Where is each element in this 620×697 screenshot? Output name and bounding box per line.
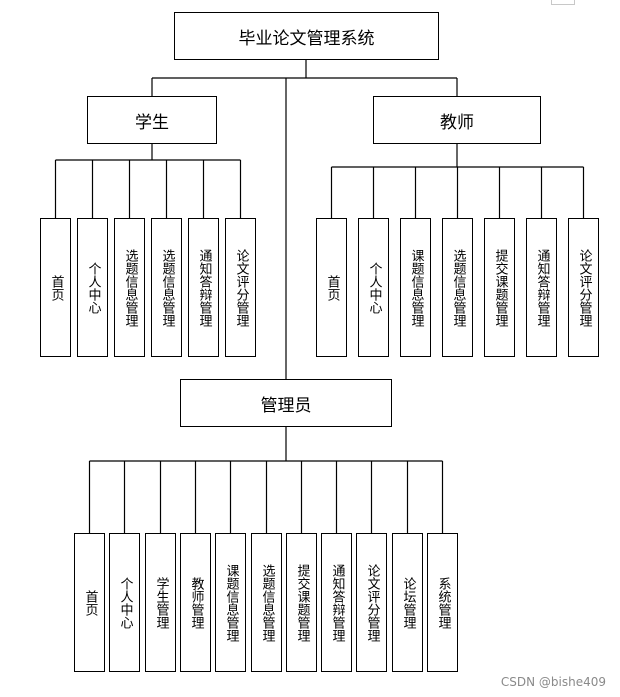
- student-leaf-6: 论文评分管理: [225, 218, 256, 357]
- admin-leaf-1: 首页: [74, 533, 105, 672]
- student-leaf-1: 首页: [40, 218, 71, 357]
- watermark: CSDN @bishe409: [500, 675, 606, 689]
- admin-leaf-11: 系统管理: [427, 533, 458, 672]
- teacher-leaf-3: 课题信息管理: [400, 218, 431, 357]
- teacher-leaf-5: 提交课题管理: [484, 218, 515, 357]
- teacher-leaf-1: 首页: [316, 218, 347, 357]
- student-node: 学生: [87, 96, 217, 144]
- admin-node: 管理员: [180, 379, 392, 427]
- root-node: 毕业论文管理系统: [174, 12, 439, 60]
- teacher-node: 教师: [373, 96, 541, 144]
- admin-leaf-9: 论文评分管理: [356, 533, 387, 672]
- admin-leaf-8: 通知答辩管理: [321, 533, 352, 672]
- admin-leaf-4: 教师管理: [180, 533, 211, 672]
- admin-leaf-2: 个人中心: [109, 533, 140, 672]
- admin-leaf-7: 提交课题管理: [286, 533, 317, 672]
- admin-leaf-5: 课题信息管理: [215, 533, 246, 672]
- student-leaf-3: 选题信息管理: [114, 218, 145, 357]
- admin-leaf-3: 学生管理: [145, 533, 176, 672]
- student-leaf-4: 选题信息管理: [151, 218, 182, 357]
- teacher-leaf-4: 选题信息管理: [442, 218, 473, 357]
- student-leaf-5: 通知答辩管理: [188, 218, 219, 357]
- frame-corner: [551, 0, 575, 5]
- teacher-leaf-2: 个人中心: [358, 218, 389, 357]
- student-leaf-2: 个人中心: [77, 218, 108, 357]
- admin-leaf-10: 论坛管理: [392, 533, 423, 672]
- admin-leaf-6: 选题信息管理: [251, 533, 282, 672]
- teacher-leaf-6: 通知答辩管理: [526, 218, 557, 357]
- teacher-leaf-7: 论文评分管理: [568, 218, 599, 357]
